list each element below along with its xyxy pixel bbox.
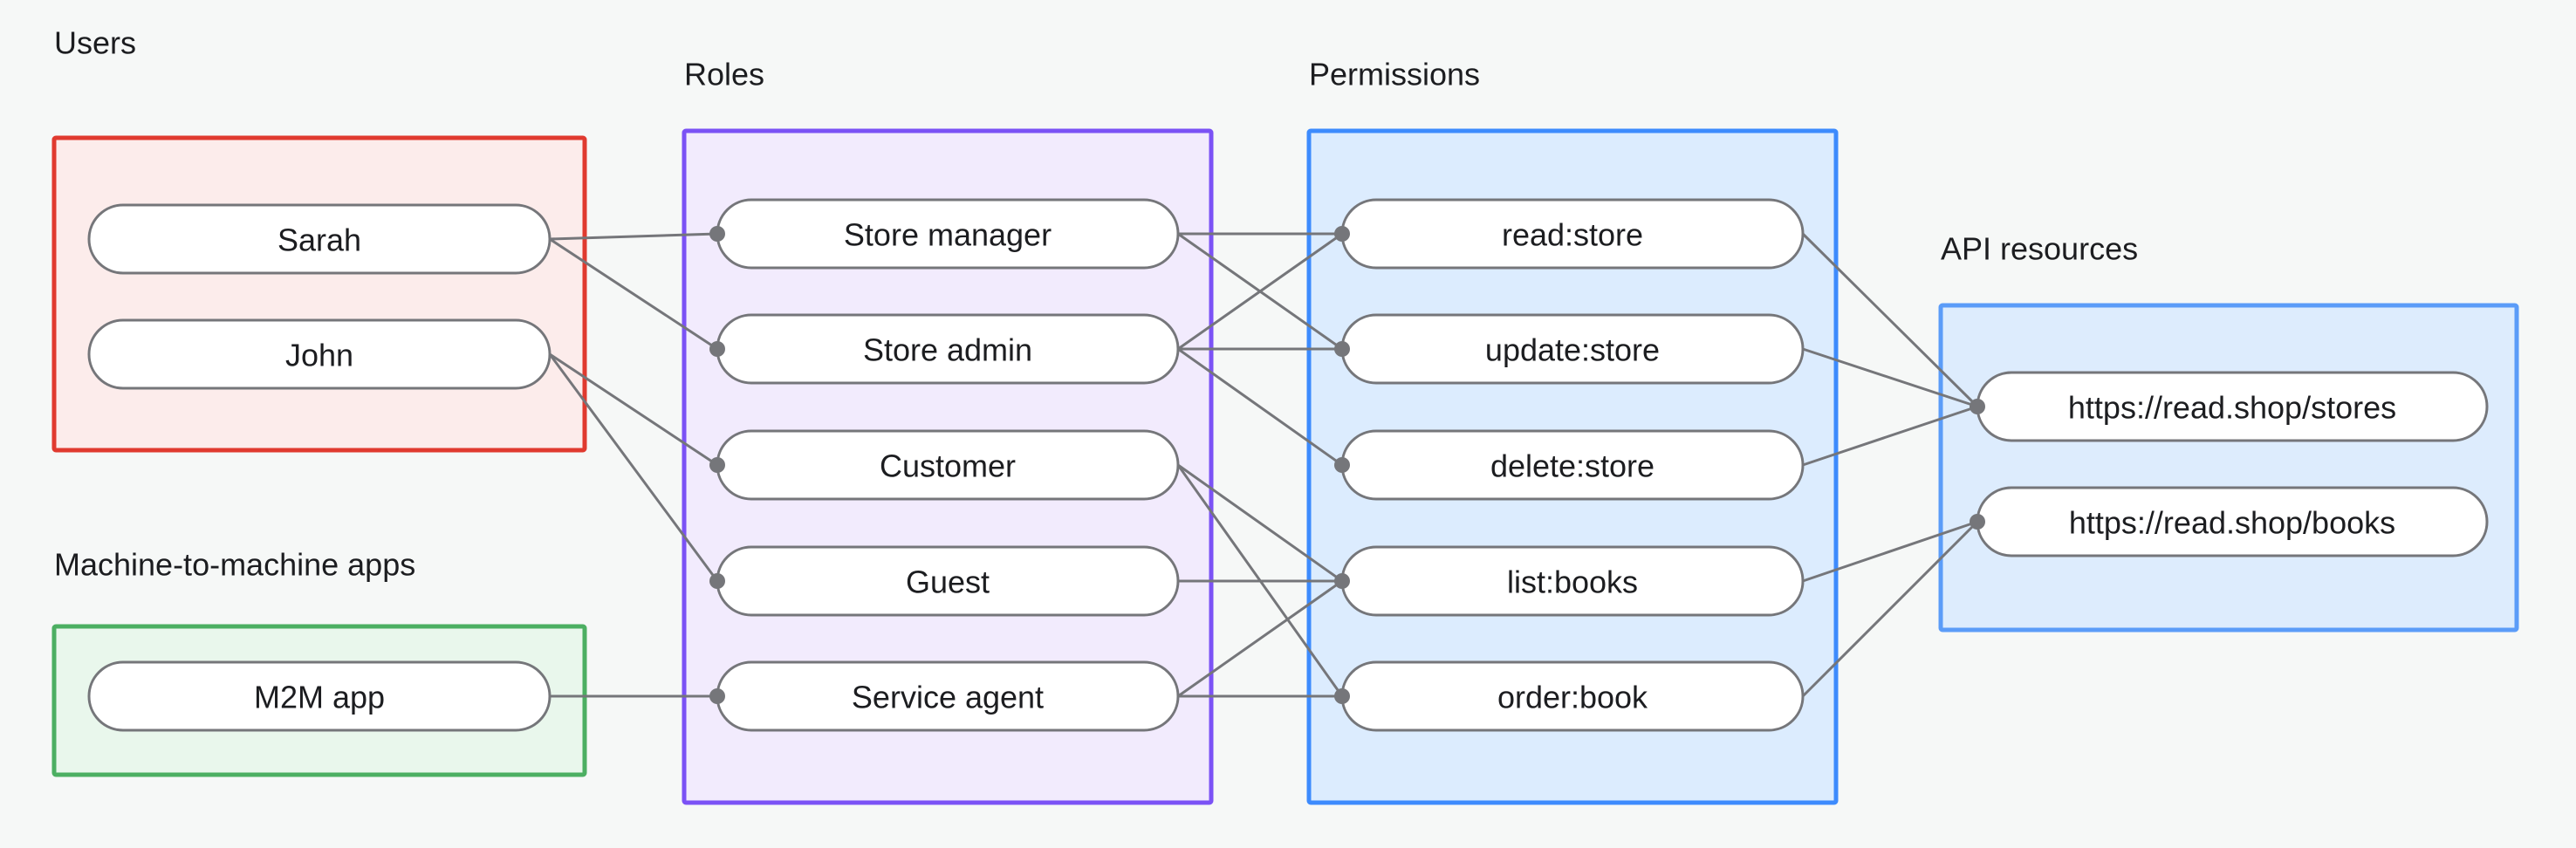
node-customer[interactable]: Customer <box>716 429 1180 501</box>
node-read-store[interactable]: read:store <box>1340 198 1805 270</box>
node-pill-m2m-app[interactable] <box>87 660 552 732</box>
node-delete-store[interactable]: delete:store <box>1340 429 1805 501</box>
node-label-service-agent: Service agent <box>852 680 1044 715</box>
edges-layer <box>548 232 1979 698</box>
node-label-order-book: order:book <box>1497 680 1648 715</box>
node-john[interactable]: John <box>87 318 552 390</box>
edge-john-guest <box>548 353 719 582</box>
node-label-list-books: list:books <box>1507 564 1638 600</box>
node-update-store[interactable]: update:store <box>1340 313 1805 385</box>
edge-john-customer <box>549 352 718 467</box>
edge-sarah-store-admin <box>549 237 718 351</box>
node-m2m-app[interactable]: M2M app <box>87 660 552 732</box>
node-res-stores[interactable]: https://read.shop/stores <box>1976 371 2489 442</box>
dot-customer <box>709 457 725 473</box>
node-label-res-stores: https://read.shop/stores <box>2068 390 2396 426</box>
node-list-books[interactable]: list:books <box>1340 545 1805 617</box>
node-label-res-books: https://read.shop/books <box>2069 505 2395 541</box>
node-guest[interactable]: Guest <box>716 545 1180 617</box>
dot-store-manager <box>709 226 725 242</box>
node-store-manager[interactable]: Store manager <box>716 198 1180 270</box>
edge-store-admin-read-store <box>1177 232 1343 351</box>
node-store-admin[interactable]: Store admin <box>716 313 1180 385</box>
edge-service-agent-list-books <box>1177 579 1343 698</box>
node-label-john: John <box>285 338 353 373</box>
group-box-users <box>51 135 587 453</box>
edge-update-store-res-stores <box>1802 347 1978 408</box>
node-service-agent[interactable]: Service agent <box>716 660 1180 732</box>
node-res-books[interactable]: https://read.shop/books <box>1976 486 2489 557</box>
dot-read-store <box>1334 226 1350 242</box>
group-label-roles: Roles <box>684 57 764 92</box>
edge-order-book-res-books <box>1801 520 1979 698</box>
node-label-delete-store: delete:store <box>1490 448 1655 484</box>
dot-update-store <box>1334 341 1350 357</box>
edge-read-store-res-stores <box>1801 232 1979 408</box>
node-pill-john[interactable] <box>87 318 552 390</box>
node-label-store-admin: Store admin <box>863 332 1032 368</box>
node-order-book[interactable]: order:book <box>1340 660 1805 732</box>
dot-order-book <box>1334 688 1350 704</box>
dot-res-books <box>1970 514 1985 530</box>
edge-delete-store-res-stores <box>1802 405 1978 467</box>
edge-dots-layer <box>709 226 1985 704</box>
node-label-store-manager: Store manager <box>844 217 1052 253</box>
edge-sarah-store-manager <box>549 232 718 241</box>
dot-list-books <box>1334 573 1350 589</box>
node-label-update-store: update:store <box>1485 332 1660 368</box>
group-label-api-resources: API resources <box>1941 231 2138 267</box>
dot-service-agent <box>709 688 725 704</box>
group-label-users: Users <box>54 25 136 61</box>
node-label-guest: Guest <box>906 564 990 600</box>
node-label-customer: Customer <box>880 448 1016 484</box>
node-pill-sarah[interactable] <box>87 203 552 275</box>
edge-list-books-res-books <box>1802 520 1978 583</box>
dot-guest <box>709 573 725 589</box>
edge-store-admin-delete-store <box>1177 347 1343 467</box>
group-label-m2m: Machine-to-machine apps <box>54 547 415 583</box>
group-box-api-resources <box>1938 303 2519 633</box>
node-sarah[interactable]: Sarah <box>87 203 552 275</box>
node-label-sarah: Sarah <box>277 222 361 258</box>
group-label-permissions: Permissions <box>1309 57 1480 92</box>
dot-store-admin <box>709 341 725 357</box>
node-label-m2m-app: M2M app <box>254 680 385 715</box>
dot-res-stores <box>1970 399 1985 414</box>
dot-delete-store <box>1334 457 1350 473</box>
edge-customer-list-books <box>1177 463 1343 583</box>
node-label-read-store: read:store <box>1502 217 1643 253</box>
